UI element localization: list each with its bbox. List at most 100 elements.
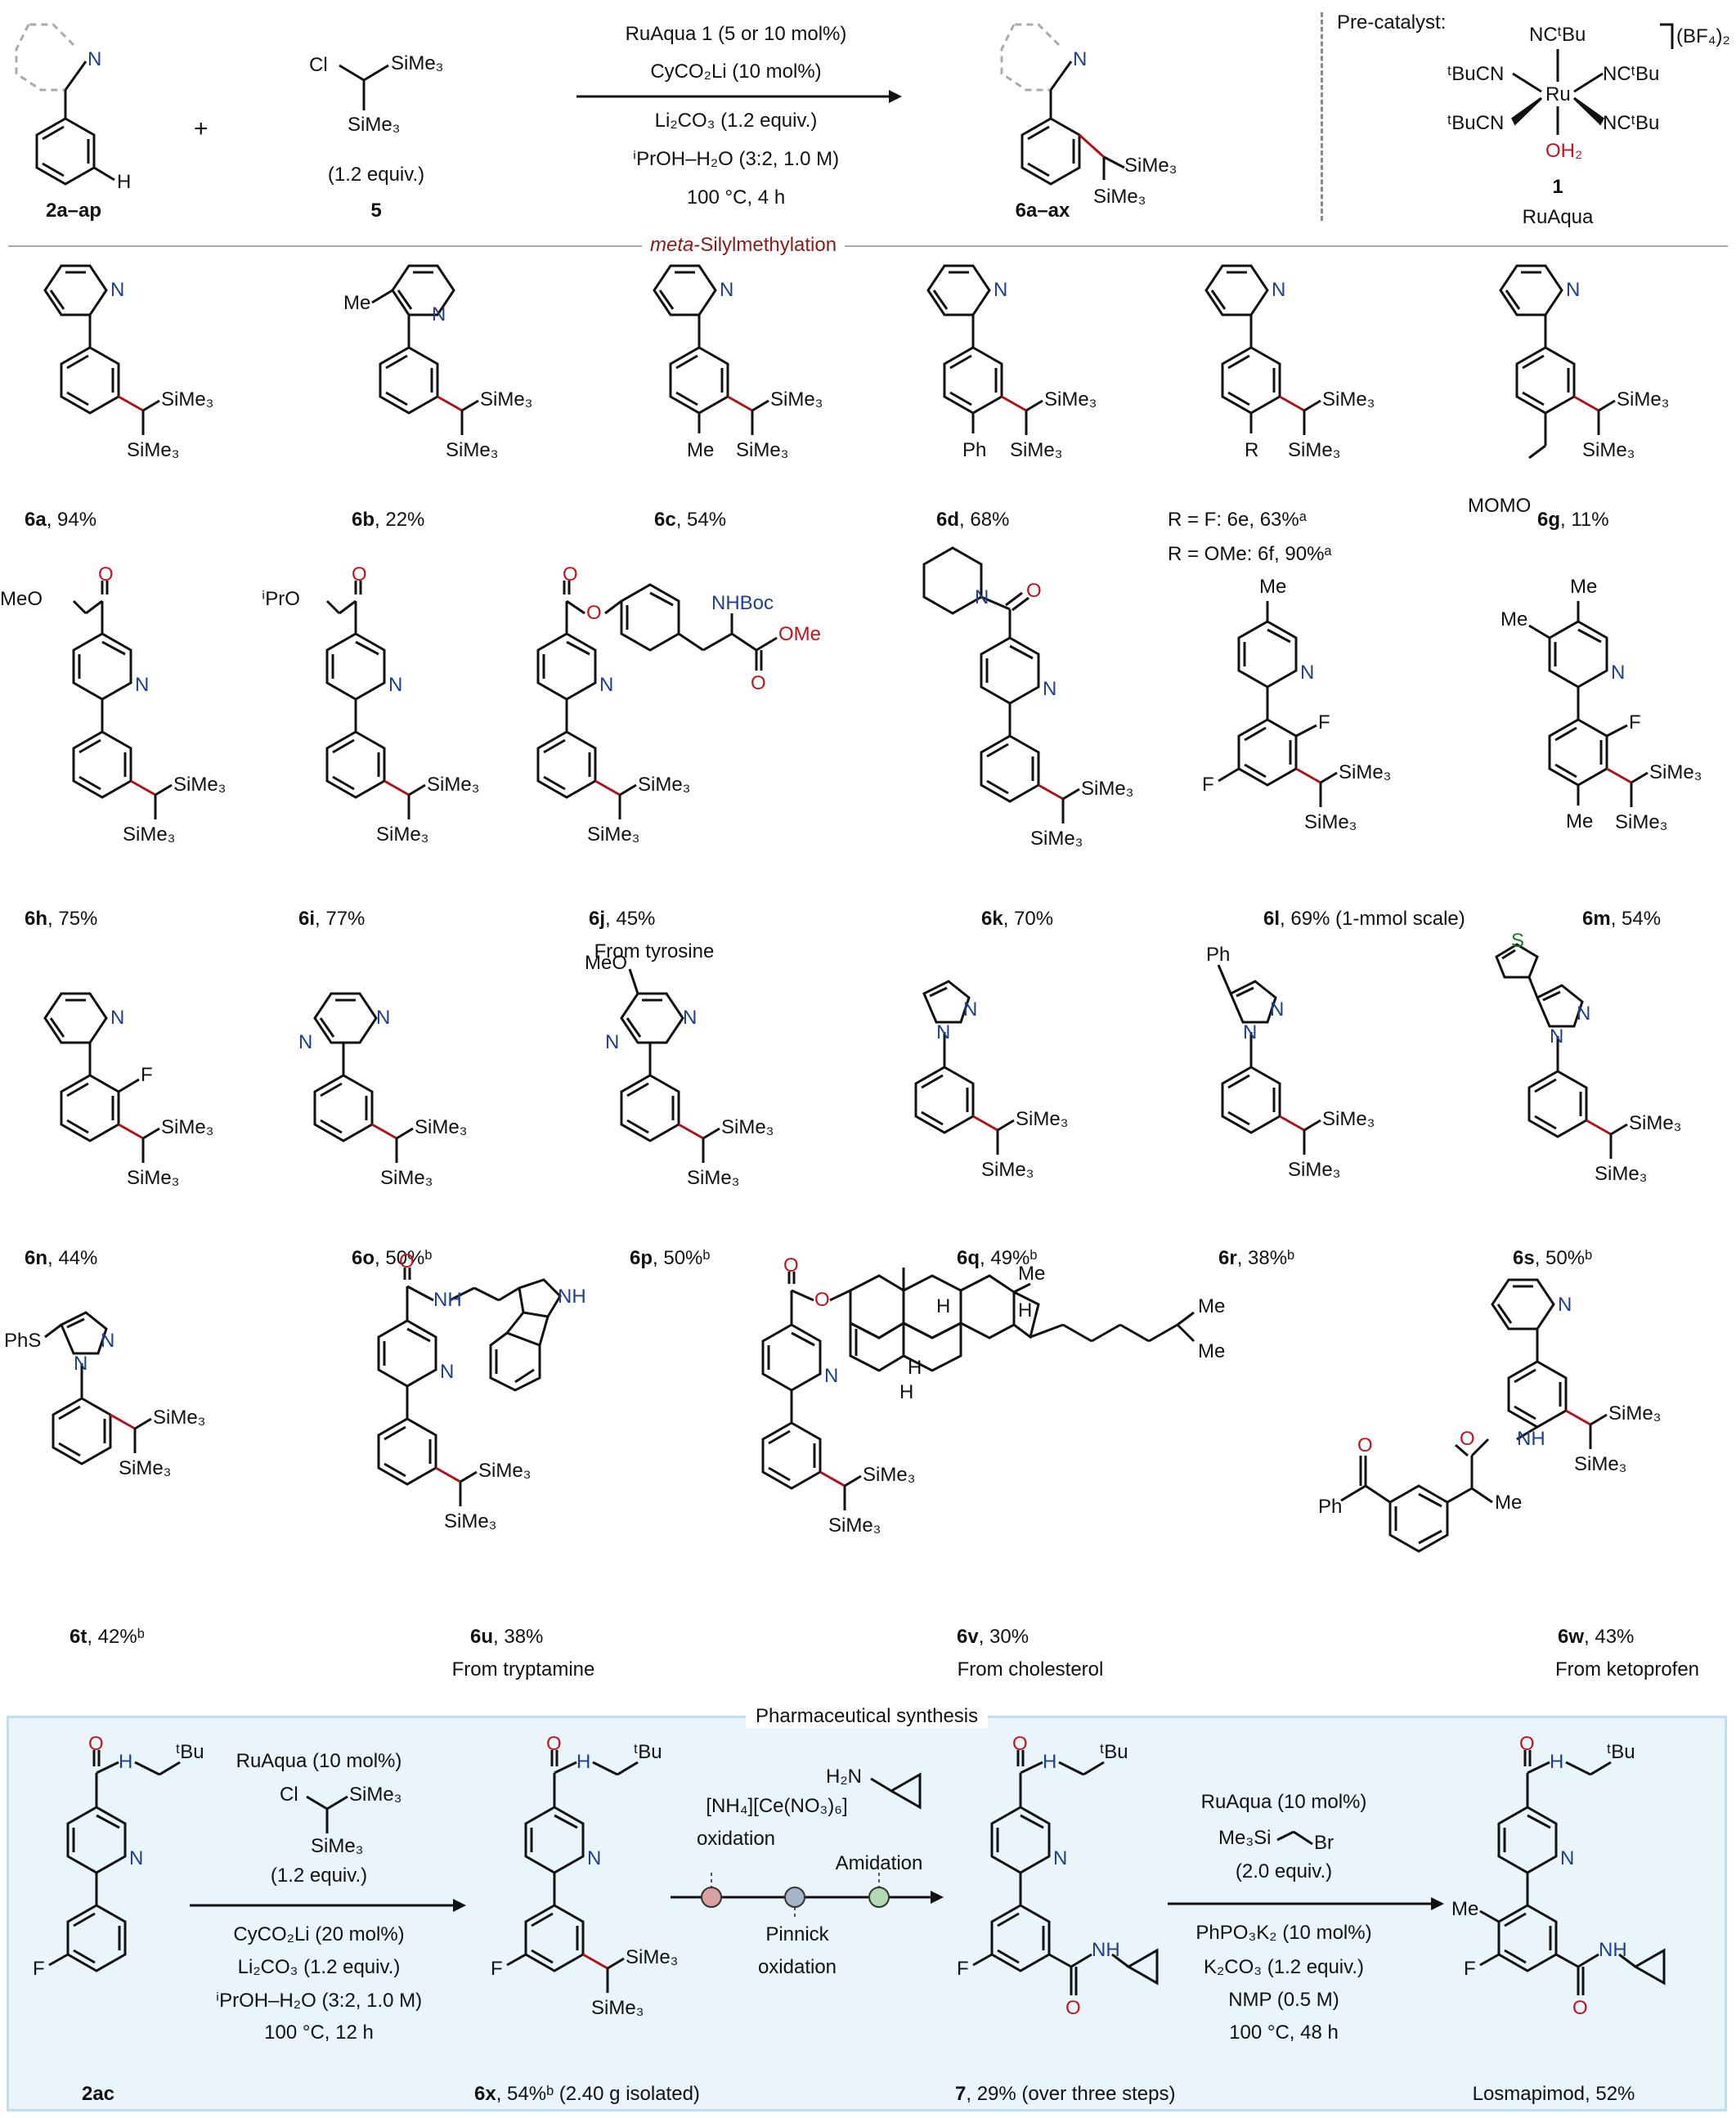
pharmaceutical-synthesis-box — [7, 1716, 1727, 2111]
condition-5: 100 °C, 4 h — [686, 186, 786, 209]
atom-me: Me — [1259, 576, 1286, 598]
precatalyst-name: RuAqua — [1522, 206, 1594, 228]
atom-n: N — [936, 1021, 950, 1043]
atom-h: H — [936, 1295, 950, 1317]
atom-sime3: SiMe₃ — [480, 388, 532, 411]
atom-sime3: SiMe₃ — [173, 774, 226, 796]
atom-me: Me — [1018, 1263, 1045, 1285]
pharmaceutical-synthesis-title: Pharmaceutical synthesis — [746, 1705, 989, 1728]
atom-o: O — [1357, 1434, 1373, 1456]
compound-2ac-label: 2ac — [81, 2083, 115, 2105]
atom-o: O — [1460, 1428, 1475, 1450]
atom-sime3: SiMe₃ — [1629, 1112, 1681, 1134]
product-6-structure: N SiMe₃ SiMe₃ — [1000, 23, 1177, 208]
compound-6w-note: From ketoprofen — [1554, 1658, 1700, 1680]
losmapimod-structure: O H ᵗBu N Me F NH O — [1451, 1733, 1666, 2019]
reactant-2-structure: N H — [15, 23, 131, 193]
atom-nh: NH — [1599, 1939, 1627, 1961]
step3-equiv: (2.0 equiv.) — [1235, 1860, 1333, 1882]
compound-6h-structure: MeO O N SiMe₃ SiMe₃ — [0, 563, 226, 846]
compound-6q-label: 6q, 49%ᵇ — [957, 1247, 1038, 1269]
atom-h2n: H₂N — [826, 1766, 862, 1788]
compound-6t-structure: PhS N N SiMe₃ SiMe₃ — [4, 1311, 205, 1479]
atom-tbu: ᵗBu — [1607, 1741, 1635, 1763]
atom-n: N — [720, 279, 733, 301]
compound-6f-label: R = OMe: 6f, 90%ᵃ — [1168, 543, 1332, 565]
atom-f: F — [1318, 711, 1330, 734]
atom-n: N — [683, 1007, 697, 1029]
atom-sime3: SiMe₃ — [1304, 811, 1357, 833]
atom-me: Me — [343, 292, 370, 314]
atom-momo: MOMO — [1468, 495, 1531, 517]
atom-sime3: SiMe₃ — [161, 388, 213, 411]
compound-6b-label: 6b, 22% — [352, 509, 425, 531]
compound-6m-structure: Me Me N F Me SiMe₃ SiMe₃ — [1500, 576, 1702, 833]
atom-me: Me — [1566, 810, 1593, 832]
atom-sime3: SiMe₃ — [376, 823, 428, 846]
compound-6e-label: R = F: 6e, 63%ᵃ — [1168, 509, 1307, 531]
atom-me: Me — [687, 439, 714, 461]
atom-o: O — [399, 1250, 415, 1272]
atom-o: O — [98, 563, 114, 586]
atom-o: O — [586, 602, 602, 624]
atom-sime3: SiMe₃ — [1608, 1402, 1661, 1425]
atom-o: O — [751, 672, 766, 694]
atom-n: N — [1560, 1847, 1574, 1869]
atom-h: H — [908, 1357, 922, 1379]
compound-6j-structure: O O NHBoc OMe O N SiMe₃ SiMe₃ — [536, 563, 821, 846]
atom-nh: NH — [433, 1289, 462, 1311]
compound-6s-structure: S N N SiMe₃ SiMe₃ — [1495, 930, 1681, 1185]
atom-tbu: ᵗBu — [176, 1741, 204, 1763]
atom-h: H — [899, 1381, 913, 1403]
atom-n: N — [994, 279, 1007, 301]
atom-n: N — [1043, 678, 1056, 700]
losmapimod-label: Losmapimod, 52% — [1472, 2083, 1635, 2105]
compound-6s-label: 6s, 50%ᵇ — [1513, 1247, 1593, 1269]
atom-me: Me — [1570, 576, 1597, 598]
step1-cond-1: CyCO₂Li (20 mol%) — [233, 1923, 405, 1945]
compound-6c-structure: N Me SiMe₃ SiMe₃ — [653, 264, 823, 461]
atom-sime3: SiMe₃ — [127, 439, 179, 461]
atom-n: N — [1243, 1021, 1257, 1043]
atom-nh: NH — [558, 1286, 586, 1308]
atom-sime3: SiMe₃ — [1649, 761, 1702, 783]
atom-sime3: SiMe₃ — [161, 1116, 213, 1138]
atom-sime3: SiMe₃ — [380, 1167, 433, 1189]
compound-6u-note: From tryptamine — [451, 1658, 595, 1680]
atom-ome: OMe — [778, 623, 821, 645]
atom-cl: Cl — [280, 1784, 298, 1806]
atom-sime3: SiMe₃ — [391, 52, 443, 74]
atom-n: N — [135, 674, 149, 696]
plus-sign: + — [194, 115, 209, 142]
atom-nh: H — [119, 1751, 132, 1773]
atom-n: N — [129, 1847, 143, 1869]
atom-cl: Cl — [309, 54, 328, 76]
step3-cond-4: 100 °C, 48 h — [1229, 2022, 1339, 2044]
compound-6t-label: 6t, 42%ᵇ — [70, 1626, 145, 1648]
reaction-arrow — [576, 90, 902, 103]
atom-me: Me — [1198, 1340, 1225, 1362]
compound-6x-structure: O H ᵗBu N F SiMe₃ SiMe₃ — [491, 1733, 678, 2019]
atom-ipro: ⁱPrO — [262, 588, 300, 610]
atom-n: N — [1272, 279, 1285, 301]
atom-sime3: SiMe₃ — [638, 774, 690, 796]
compound-6b-structure: Me N SiMe₃ SiMe₃ — [343, 264, 532, 461]
condition-2: CyCO₂Li (10 mol%) — [650, 61, 822, 83]
compound-6x-label: 6x, 54%ᵇ (2.40 g isolated) — [474, 2083, 700, 2105]
atom-s: S — [1511, 930, 1524, 952]
section-divider — [8, 245, 1728, 247]
atom-n: N — [87, 48, 101, 70]
atom-f: F — [33, 1958, 45, 1980]
atom-sime3: SiMe₃ — [1288, 1159, 1340, 1181]
atom-o: O — [1026, 580, 1042, 602]
atom-n: N — [975, 586, 989, 608]
atom-n: N — [599, 674, 613, 696]
atom-sime3: SiMe₃ — [1016, 1108, 1068, 1130]
atom-n: N — [1577, 1003, 1590, 1025]
step3-reagent-structure: Me₃Si Br — [1218, 1827, 1334, 1854]
atom-sime3: SiMe₃ — [1288, 439, 1340, 461]
atom-n: N — [432, 303, 446, 325]
compound-6v-structure: O O H Me H H H Me Me N SiMe₃ SiMe₃ — [761, 1254, 1225, 1537]
atom-f: F — [491, 1958, 503, 1980]
ligand-nctbu: NCᵗBu — [1529, 24, 1586, 46]
